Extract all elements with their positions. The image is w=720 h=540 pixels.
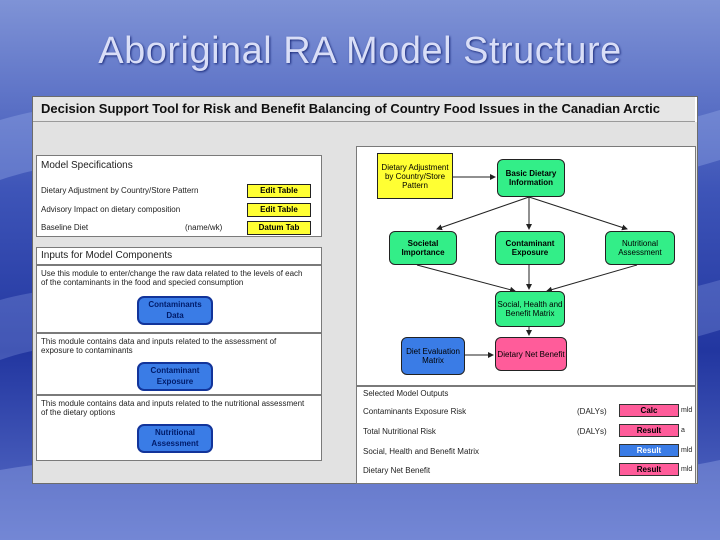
result-button[interactable]: Result	[619, 424, 679, 437]
input-module: This module contains data and inputs rel…	[36, 395, 322, 461]
node-basic-dietary-information[interactable]: Basic Dietary Information	[497, 159, 565, 197]
spec-note: (name/wk)	[185, 223, 223, 232]
contaminant-exposure-button[interactable]: Contaminant Exposure	[137, 362, 213, 391]
node-contaminant-exposure[interactable]: Contaminant Exposure	[495, 231, 565, 265]
input-module: Use this module to enter/change the raw …	[36, 265, 322, 333]
module-description: This module contains data and inputs rel…	[41, 399, 305, 417]
output-label: Contaminants Exposure Risk	[363, 407, 467, 416]
nutritional-assessment-button[interactable]: Nutritional Assessment	[137, 424, 213, 453]
output-label: Dietary Net Benefit	[363, 466, 431, 475]
contaminants-data-button[interactable]: Contaminants Data	[137, 296, 213, 325]
model-specs-panel: Model Specifications Dietary Adjustment …	[36, 155, 322, 237]
spec-label: Baseline Diet	[41, 223, 89, 232]
input-module: This module contains data and inputs rel…	[36, 333, 322, 395]
app-title: Decision Support Tool for Risk and Benef…	[33, 97, 695, 122]
node-nutritional-assessment[interactable]: Nutritional Assessment	[605, 231, 675, 265]
output-suffix: a	[681, 427, 685, 434]
node-societal-importance[interactable]: Societal Importance	[389, 231, 457, 265]
node-dietary-net-benefit[interactable]: Dietary Net Benefit	[495, 337, 567, 371]
spec-label: Advisory Impact on dietary composition	[41, 205, 181, 214]
model-outputs-panel: Selected Model Outputs Contaminants Expo…	[356, 386, 696, 484]
node-social-health-benefit-matrix[interactable]: Social, Health and Benefit Matrix	[495, 291, 565, 327]
node-dietary-adjustment[interactable]: Dietary Adjustment by Country/Store Patt…	[377, 153, 453, 199]
output-unit: (DALYs)	[577, 407, 607, 416]
model-diagram: Dietary Adjustment by Country/Store Patt…	[356, 146, 696, 386]
module-description: Use this module to enter/change the raw …	[41, 269, 303, 287]
output-suffix: mld	[681, 407, 693, 414]
calc-button[interactable]: Calc	[619, 404, 679, 417]
output-suffix: mld	[681, 447, 693, 454]
model-specs-header: Model Specifications	[41, 160, 133, 171]
inputs-header: Inputs for Model Components	[41, 250, 173, 261]
output-suffix: mld	[681, 466, 693, 473]
datum-tab-button[interactable]: Datum Tab	[247, 221, 311, 235]
node-diet-evaluation-matrix[interactable]: Diet Evaluation Matrix	[401, 337, 465, 375]
result-button[interactable]: Result	[619, 444, 679, 457]
edit-table-button[interactable]: Edit Table	[247, 203, 311, 217]
result-button[interactable]: Result	[619, 463, 679, 476]
diagram-arrows	[416, 174, 638, 358]
inputs-header-panel: Inputs for Model Components	[36, 247, 322, 265]
output-label: Total Nutritional Risk	[363, 427, 436, 436]
edit-table-button[interactable]: Edit Table	[247, 184, 311, 198]
module-description: This module contains data and inputs rel…	[41, 337, 277, 355]
outputs-header: Selected Model Outputs	[363, 389, 449, 398]
spec-label: Dietary Adjustment by Country/Store Patt…	[41, 186, 199, 195]
output-label: Social, Health and Benefit Matrix	[363, 447, 480, 456]
output-unit: (DALYs)	[577, 427, 607, 436]
slide-title: Aboriginal RA Model Structure	[98, 30, 622, 72]
